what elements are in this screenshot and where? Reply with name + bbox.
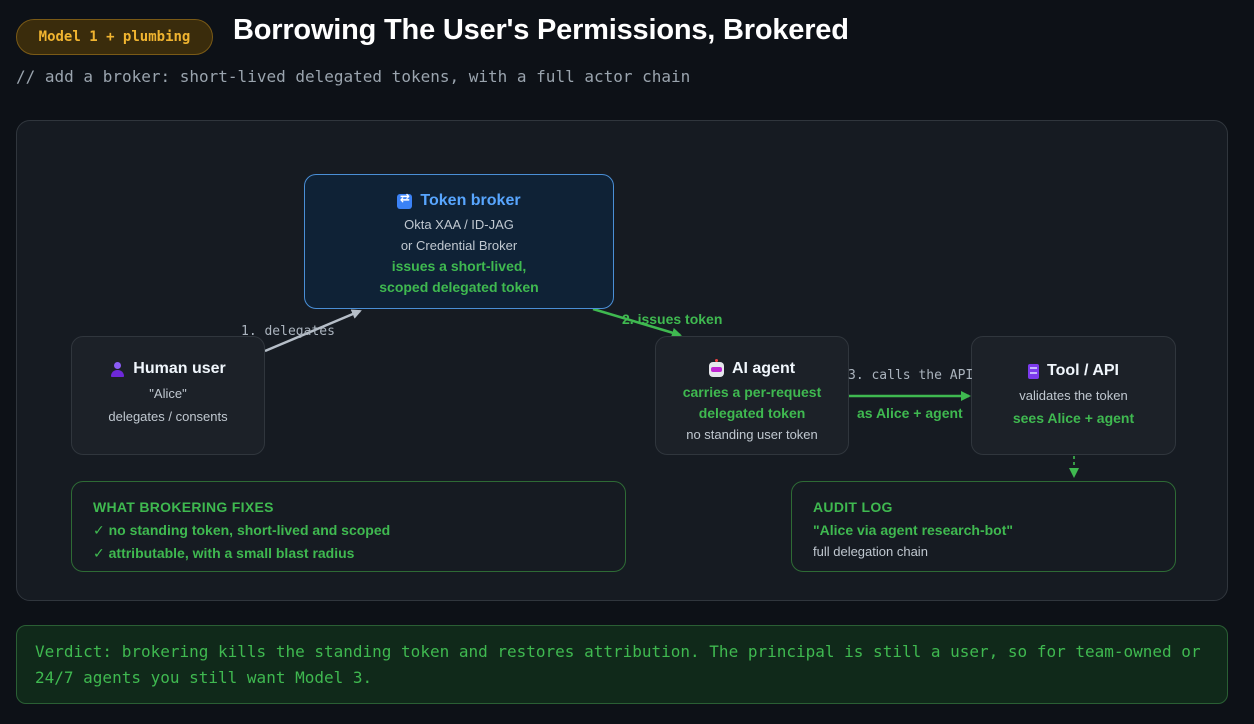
audit-caption: AUDIT LOG <box>813 499 893 515</box>
ai-agent-note: no standing user token <box>686 427 818 442</box>
fixes-item-1: ✓ no standing token, short-lived and sco… <box>93 522 391 538</box>
tool-api-node: Tool / API validates the token sees Alic… <box>971 336 1176 455</box>
human-user-name: "Alice" <box>149 386 187 401</box>
token-broker-green1: issues a short-lived, <box>391 258 527 274</box>
page-subtitle: // add a broker: short-lived delegated t… <box>16 67 691 86</box>
token-broker-green2: scoped delegated token <box>379 279 539 295</box>
tool-api-line1: validates the token <box>1019 388 1128 403</box>
audit-note: full delegation chain <box>813 544 928 559</box>
token-broker-node: Token broker Okta XAA / ID-JAG or Creden… <box>304 174 614 309</box>
audit-log-box: AUDIT LOG "Alice via agent research-bot"… <box>791 481 1176 572</box>
token-broker-line1: Okta XAA / ID-JAG <box>404 217 514 232</box>
edge-label-as-alice-agent: as Alice + agent <box>857 405 963 421</box>
edge-label-delegates: 1. delegates <box>241 324 335 339</box>
tool-api-green1: sees Alice + agent <box>1012 410 1135 426</box>
token-broker-title: Token broker <box>420 192 521 209</box>
brokering-fixes-box: WHAT BROKERING FIXES ✓ no standing token… <box>71 481 626 572</box>
model-badge: Model 1 + plumbing <box>16 19 213 55</box>
database-icon <box>1028 363 1039 379</box>
fixes-item-2: ✓ attributable, with a small blast radiu… <box>93 545 355 561</box>
ai-agent-title: AI agent <box>731 360 796 377</box>
ai-agent-node: AI agent carries a per-request delegated… <box>655 336 849 455</box>
user-icon <box>110 361 125 377</box>
ai-agent-green2: delegated token <box>698 405 806 421</box>
token-swap-icon <box>397 191 413 209</box>
edge-label-issues-token: 2. issues token <box>622 311 723 327</box>
human-user-node: Human user "Alice" delegates / consents <box>71 336 265 455</box>
page-title: Borrowing The User's Permissions, Broker… <box>233 14 849 46</box>
edge-label-calls-api: 3. calls the API <box>848 368 974 383</box>
verdict-box: Verdict: brokering kills the standing to… <box>16 625 1228 704</box>
tool-api-title: Tool / API <box>1047 362 1119 379</box>
human-user-title: Human user <box>133 360 226 377</box>
audit-entry: "Alice via agent research-bot" <box>813 522 1014 538</box>
human-user-role: delegates / consents <box>108 409 228 424</box>
robot-icon <box>708 358 724 377</box>
token-broker-line2: or Credential Broker <box>400 238 518 253</box>
ai-agent-green1: carries a per-request <box>682 384 822 400</box>
fixes-caption: WHAT BROKERING FIXES <box>93 499 274 515</box>
